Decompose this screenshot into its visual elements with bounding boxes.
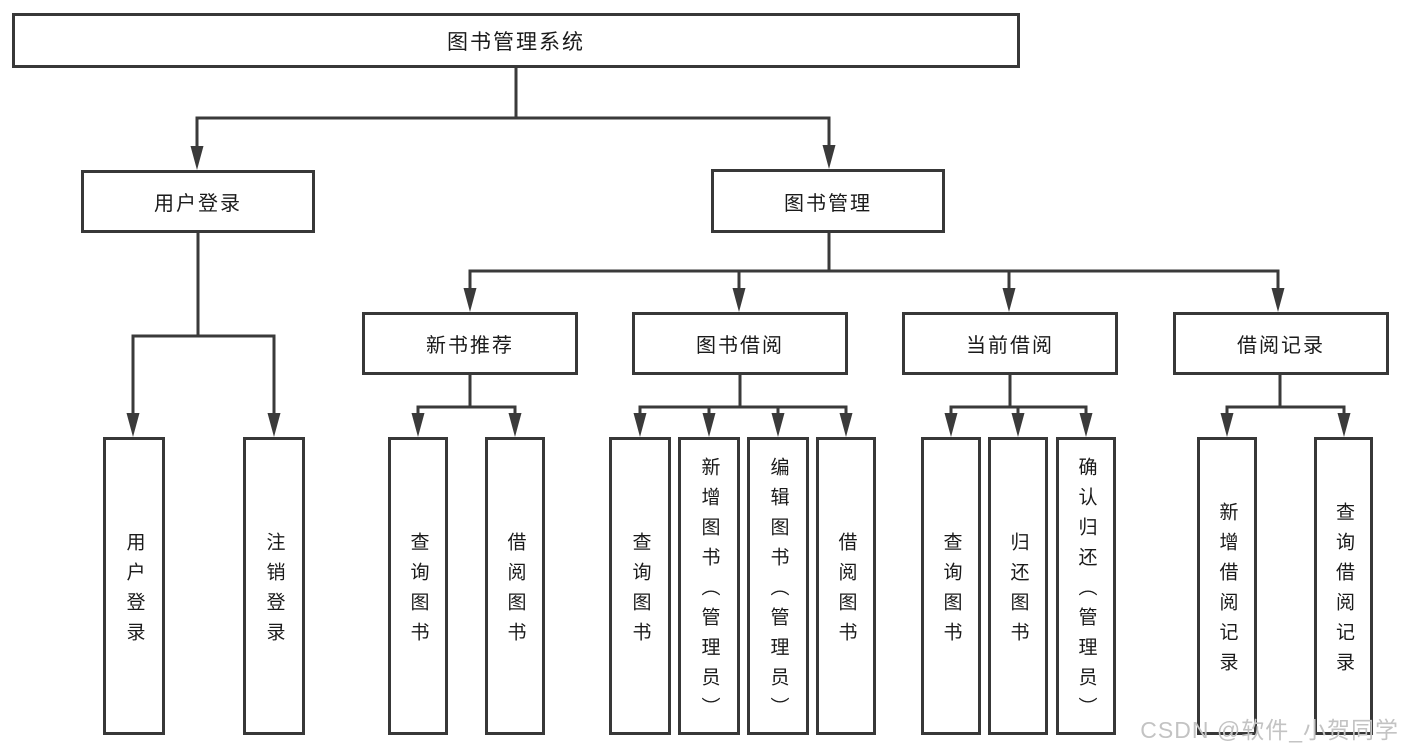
connector-current-borrow-to-leaves <box>944 374 1093 437</box>
node-label: 用户登录 <box>154 193 242 215</box>
arrowhead-icon <box>463 288 477 312</box>
leaf-nb-borrow-books: 借阅图书 <box>485 437 545 735</box>
csdn-watermark: CSDN @软件_小贺同学 <box>1140 717 1399 743</box>
arrowhead-icon <box>267 413 281 437</box>
node-book-borrow: 图书借阅 <box>632 312 848 375</box>
arrowhead-icon <box>702 413 716 437</box>
node-label: 编辑图书（管理员） <box>767 456 789 727</box>
arrowhead-icon <box>1079 413 1093 437</box>
node-current-borrow: 当前借阅 <box>902 312 1118 375</box>
connector-root-to-level2 <box>190 68 836 170</box>
node-label: 当前借阅 <box>966 335 1054 357</box>
node-label: 图书借阅 <box>696 335 784 357</box>
arrowhead-icon <box>822 145 836 169</box>
arrowhead-icon <box>1011 413 1025 437</box>
arrowhead-icon <box>944 413 958 437</box>
node-new-book-recommend: 新书推荐 <box>362 312 578 375</box>
leaf-br-query-record: 查询借阅记录 <box>1314 437 1373 735</box>
node-book-management: 图书管理 <box>711 169 945 233</box>
arrowhead-icon <box>411 413 425 437</box>
node-label: 借阅记录 <box>1237 335 1325 357</box>
node-label: 注销登录 <box>263 531 285 652</box>
connector-book-borrow-to-leaves <box>633 374 853 437</box>
arrowhead-icon <box>839 413 853 437</box>
connector-user-login-to-leaves <box>126 233 281 437</box>
leaf-logout: 注销登录 <box>243 437 305 735</box>
arrowhead-icon <box>633 413 647 437</box>
node-label: 归还图书 <box>1007 531 1029 652</box>
arrowhead-icon <box>126 413 140 437</box>
node-label: 查询图书 <box>629 531 651 652</box>
leaf-bb-edit-books-admin: 编辑图书（管理员） <box>747 437 809 735</box>
leaf-bb-add-books-admin: 新增图书（管理员） <box>678 437 740 735</box>
arrowhead-icon <box>1002 288 1016 312</box>
connector-book-management-to-level3 <box>463 233 1285 312</box>
leaf-cb-query-books: 查询图书 <box>921 437 981 735</box>
node-label: 用户登录 <box>123 531 145 652</box>
leaf-bb-borrow-books: 借阅图书 <box>816 437 876 735</box>
connector-borrow-records-to-leaves <box>1220 374 1351 437</box>
node-label: 新书推荐 <box>426 335 514 357</box>
node-borrow-records: 借阅记录 <box>1173 312 1389 375</box>
connector-new-book-recommend-to-leaves <box>411 374 522 437</box>
arrowhead-icon <box>190 146 204 170</box>
leaf-cb-confirm-return-admin: 确认归还（管理员） <box>1056 437 1116 735</box>
leaf-nb-query-books: 查询图书 <box>388 437 448 735</box>
node-label: 查询图书 <box>940 531 962 652</box>
node-label: 确认归还（管理员） <box>1075 456 1097 727</box>
arrowhead-icon <box>508 413 522 437</box>
node-label: 新增图书（管理员） <box>698 456 720 727</box>
node-label: 图书管理系统 <box>447 30 585 54</box>
arrowhead-icon <box>771 413 785 437</box>
leaf-user-login: 用户登录 <box>103 437 165 735</box>
arrowhead-icon <box>1220 413 1234 437</box>
arrowhead-icon <box>1271 288 1285 312</box>
node-label: 借阅图书 <box>835 531 857 652</box>
node-label: 图书管理 <box>784 192 872 215</box>
leaf-bb-query-books: 查询图书 <box>609 437 671 735</box>
arrowhead-icon <box>1337 413 1351 437</box>
leaf-br-add-record: 新增借阅记录 <box>1197 437 1257 735</box>
leaf-cb-return-books: 归还图书 <box>988 437 1048 735</box>
node-label: 新增借阅记录 <box>1216 501 1238 682</box>
arrowhead-icon <box>732 288 746 312</box>
node-root-system: 图书管理系统 <box>12 13 1020 68</box>
node-label: 借阅图书 <box>504 531 526 652</box>
node-label: 查询图书 <box>407 531 429 652</box>
node-label: 查询借阅记录 <box>1333 501 1354 682</box>
node-user-login: 用户登录 <box>81 170 315 233</box>
